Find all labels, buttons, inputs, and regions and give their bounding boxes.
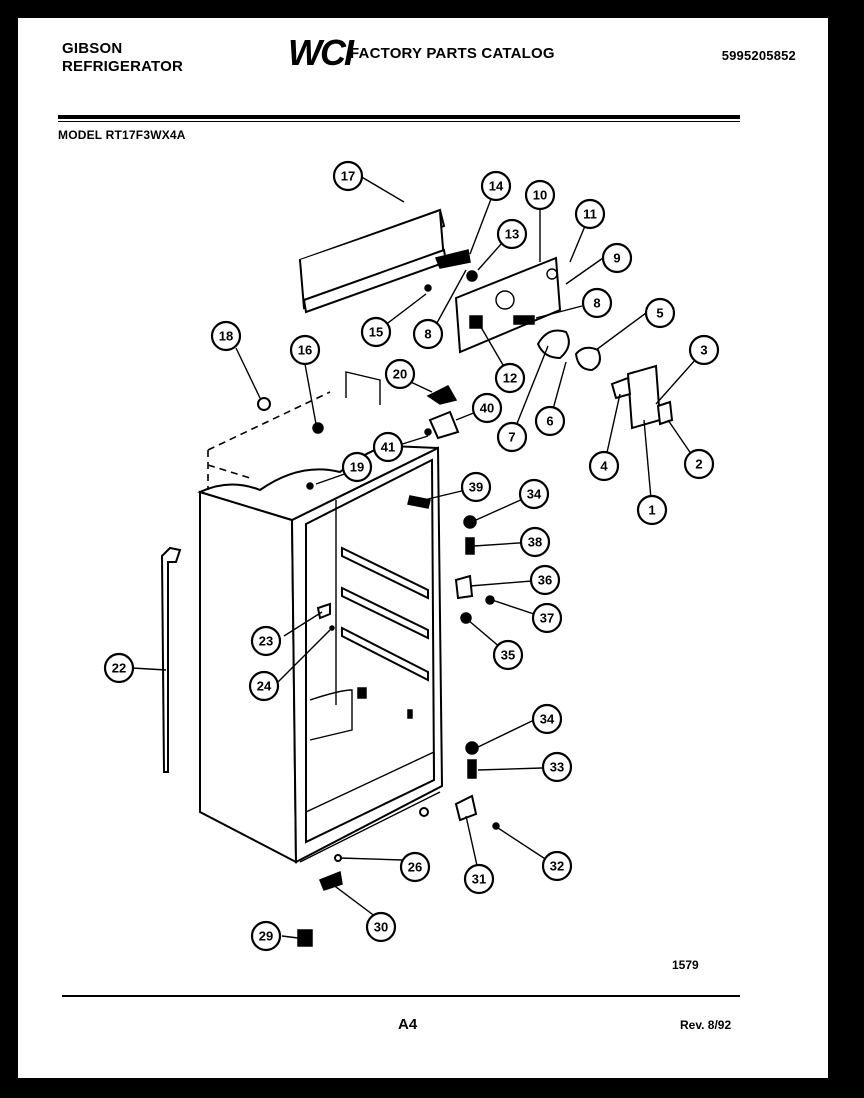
svg-text:34: 34 bbox=[540, 712, 555, 727]
header-rule bbox=[58, 115, 740, 119]
callout-8b: 8 bbox=[412, 318, 444, 350]
callout-5: 5 bbox=[644, 297, 676, 329]
callout-40: 40 bbox=[471, 392, 503, 424]
svg-text:3: 3 bbox=[700, 343, 707, 358]
svg-text:24: 24 bbox=[257, 679, 272, 694]
top-channel-panel bbox=[298, 208, 471, 314]
callout-4: 4 bbox=[588, 450, 620, 482]
catalog-title: FACTORY PARTS CATALOG bbox=[350, 45, 555, 62]
callout-36: 36 bbox=[529, 564, 561, 596]
callout-2: 2 bbox=[683, 448, 715, 480]
svg-text:30: 30 bbox=[374, 920, 388, 935]
callout-20: 20 bbox=[384, 358, 416, 390]
wci-logo: WCI bbox=[288, 32, 354, 73]
callout-37: 37 bbox=[531, 602, 563, 634]
brand-name: GIBSON bbox=[62, 40, 123, 57]
svg-text:4: 4 bbox=[600, 459, 608, 474]
control-panel bbox=[424, 256, 601, 372]
callout-32: 32 bbox=[541, 850, 573, 882]
model-number: MODEL RT17F3WX4A bbox=[58, 128, 186, 142]
svg-text:22: 22 bbox=[112, 661, 126, 676]
svg-text:18: 18 bbox=[219, 329, 233, 344]
callout-34a: 34 bbox=[518, 478, 550, 510]
callout-39: 39 bbox=[460, 471, 492, 503]
svg-text:20: 20 bbox=[393, 367, 407, 382]
callout-35: 35 bbox=[492, 639, 524, 671]
callout-8a: 8 bbox=[581, 287, 613, 319]
svg-text:33: 33 bbox=[550, 760, 564, 775]
callout-31: 31 bbox=[463, 863, 495, 895]
svg-text:7: 7 bbox=[508, 430, 515, 445]
svg-text:35: 35 bbox=[501, 648, 515, 663]
callout-41: 41 bbox=[372, 431, 404, 463]
svg-text:19: 19 bbox=[350, 460, 364, 475]
callout-1: 1 bbox=[636, 494, 668, 526]
svg-text:2: 2 bbox=[695, 457, 702, 472]
svg-text:9: 9 bbox=[613, 251, 620, 266]
callout-26: 26 bbox=[399, 851, 431, 883]
svg-text:29: 29 bbox=[259, 929, 273, 944]
svg-text:39: 39 bbox=[469, 480, 483, 495]
svg-text:16: 16 bbox=[298, 343, 312, 358]
callout-18: 18 bbox=[210, 320, 242, 352]
svg-text:10: 10 bbox=[533, 188, 547, 203]
svg-text:31: 31 bbox=[472, 872, 486, 887]
callout-15: 15 bbox=[360, 316, 392, 348]
callout-11: 11 bbox=[574, 198, 606, 230]
callout-30: 30 bbox=[365, 911, 397, 943]
callout-3: 3 bbox=[688, 334, 720, 366]
footer-rule bbox=[62, 995, 740, 997]
svg-text:34: 34 bbox=[527, 487, 542, 502]
callout-16: 17 bbox=[332, 160, 364, 192]
svg-text:32: 32 bbox=[550, 859, 564, 874]
catalog-part-number: 5995205852 bbox=[721, 48, 796, 63]
callout-38: 38 bbox=[519, 526, 551, 558]
callout-9: 9 bbox=[601, 242, 633, 274]
svg-text:41: 41 bbox=[381, 440, 395, 455]
header-rule-thin bbox=[58, 121, 740, 122]
svg-text:6: 6 bbox=[546, 414, 553, 429]
callout-12: 12 bbox=[494, 362, 526, 394]
svg-text:26: 26 bbox=[408, 860, 422, 875]
svg-text:8: 8 bbox=[424, 327, 431, 342]
page-number: A4 bbox=[398, 1016, 418, 1033]
svg-text:37: 37 bbox=[540, 611, 554, 626]
callout-14: 14 bbox=[480, 170, 512, 202]
callout-7: 7 bbox=[496, 421, 528, 453]
figure-number: 1579 bbox=[672, 958, 699, 972]
svg-text:8: 8 bbox=[593, 296, 600, 311]
callout-29: 29 bbox=[250, 920, 282, 952]
product-type: REFRIGERATOR bbox=[62, 58, 184, 75]
svg-text:1: 1 bbox=[648, 503, 655, 518]
svg-text:5: 5 bbox=[656, 306, 663, 321]
callout-10: 10 bbox=[524, 179, 556, 211]
callout-6: 6 bbox=[534, 405, 566, 437]
svg-text:36: 36 bbox=[538, 573, 552, 588]
refrigerator-cabinet bbox=[197, 371, 444, 864]
callout-13: 13 bbox=[496, 218, 528, 250]
callout-33: 33 bbox=[541, 751, 573, 783]
callout-17: 16 bbox=[289, 334, 321, 366]
svg-text:12: 12 bbox=[503, 371, 517, 386]
svg-text:13: 13 bbox=[505, 227, 519, 242]
callout-19: 19 bbox=[341, 451, 373, 483]
thermostat-assembly bbox=[610, 364, 674, 430]
svg-text:17: 17 bbox=[341, 169, 355, 184]
svg-text:14: 14 bbox=[489, 179, 504, 194]
svg-text:15: 15 bbox=[369, 325, 383, 340]
svg-text:38: 38 bbox=[528, 535, 542, 550]
svg-text:40: 40 bbox=[480, 401, 494, 416]
callout-22: 22 bbox=[103, 652, 135, 684]
svg-text:11: 11 bbox=[583, 207, 597, 222]
svg-text:23: 23 bbox=[259, 634, 273, 649]
callout-34b: 34 bbox=[531, 703, 563, 735]
callout-24: 24 bbox=[248, 670, 280, 702]
callout-23: 23 bbox=[250, 625, 282, 657]
revision-date: Rev. 8/92 bbox=[680, 1018, 732, 1032]
